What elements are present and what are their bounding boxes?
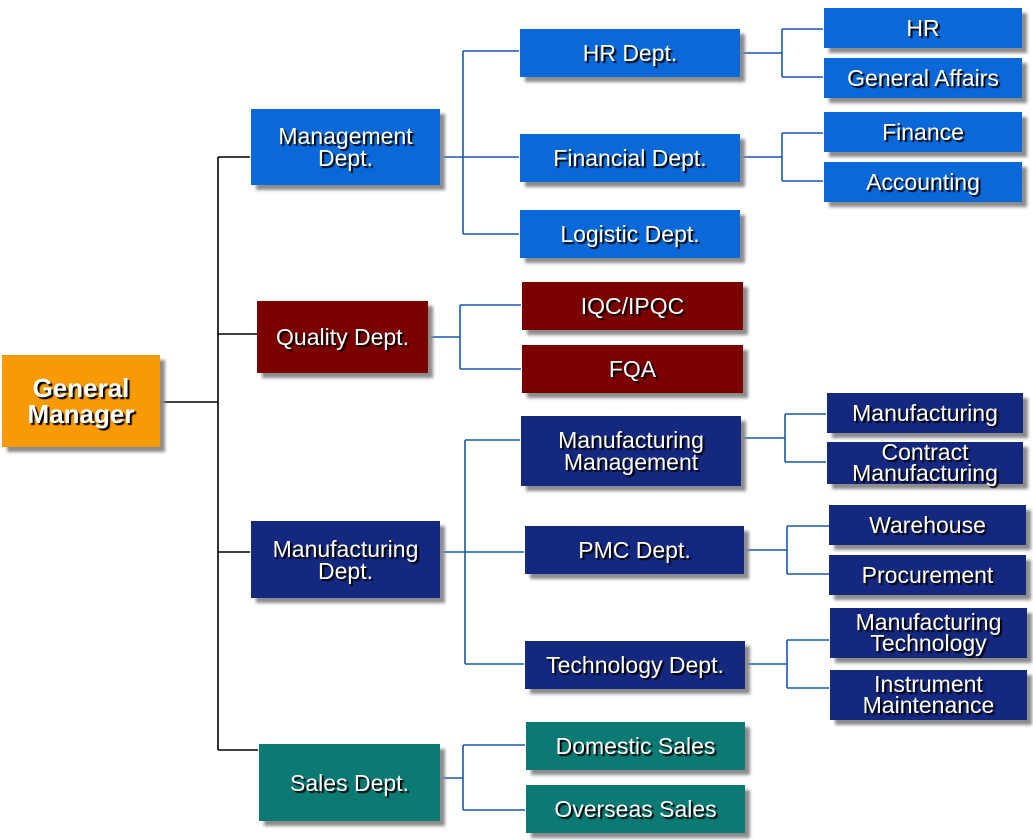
instrument-maintenance-box[interactable]: Instrument Maintenance [830,670,1027,720]
general-manager-label: General Manager [27,373,135,429]
manufacturing-technology-box[interactable]: Manufacturing Technology [830,608,1027,658]
quality-dept-label: Quality Dept. [276,324,409,350]
general-affairs-box[interactable]: General Affairs [824,58,1022,98]
warehouse-box[interactable]: Warehouse [829,505,1026,545]
sales-dept-box[interactable]: Sales Dept. [259,744,440,821]
accounting-label: Accounting [866,169,980,195]
overseas-sales-box[interactable]: Overseas Sales [526,785,745,833]
financial-dept-box[interactable]: Financial Dept. [520,134,740,182]
hr-box[interactable]: HR [824,8,1022,48]
domestic-sales-label: Domestic Sales [555,733,716,759]
hr-dept-label: HR Dept. [582,40,678,66]
technology-dept-box[interactable]: Technology Dept. [525,641,745,689]
pmc-dept-label: PMC Dept. [578,537,691,563]
technology-dept-label: Technology Dept. [546,652,724,678]
procurement-box[interactable]: Procurement [829,555,1026,595]
fqa-box[interactable]: FQA [522,345,743,393]
manufacturing-management-label: Manufacturing Management [558,427,704,475]
domestic-sales-box[interactable]: Domestic Sales [526,722,745,770]
hr-dept-box[interactable]: HR Dept. [520,29,740,77]
iqc-ipqc-label: IQC/IPQC [580,293,685,319]
management-dept-box[interactable]: Management Dept. [251,109,440,185]
finance-box[interactable]: Finance [824,112,1022,152]
fqa-label: FQA [608,356,657,382]
general-affairs-label: General Affairs [847,65,999,91]
procurement-label: Procurement [861,562,994,588]
logistic-dept-label: Logistic Dept. [560,221,700,247]
manufacturing-technology-label: Manufacturing Technology [855,609,1002,656]
iqc-ipqc-box[interactable]: IQC/IPQC [522,282,743,330]
general-manager-box[interactable]: General Manager [2,355,160,447]
hr-label: HR [906,15,940,41]
warehouse-label: Warehouse [869,512,986,538]
finance-label: Finance [882,119,964,145]
overseas-sales-label: Overseas Sales [554,796,717,822]
financial-dept-label: Financial Dept. [553,145,707,171]
quality-dept-box[interactable]: Quality Dept. [257,301,428,373]
accounting-box[interactable]: Accounting [824,162,1022,202]
contract-manufacturing-box[interactable]: Contract Manufacturing [827,439,1023,486]
manufacturing-dept-label: Manufacturing Dept. [272,535,419,584]
contract-manufacturing-label: Contract Manufacturing [852,439,998,486]
sales-dept-label: Sales Dept. [290,769,409,796]
logistic-dept-box[interactable]: Logistic Dept. [520,210,740,258]
manufacturing-management-box[interactable]: Manufacturing Management [521,416,741,486]
manufacturing-box[interactable]: Manufacturing [827,393,1023,433]
instrument-maintenance-label: Instrument Maintenance [862,671,995,718]
management-dept-label: Management Dept. [278,123,413,171]
manufacturing-dept-box[interactable]: Manufacturing Dept. [251,521,440,598]
pmc-dept-box[interactable]: PMC Dept. [525,526,744,574]
manufacturing-label: Manufacturing [852,400,998,426]
